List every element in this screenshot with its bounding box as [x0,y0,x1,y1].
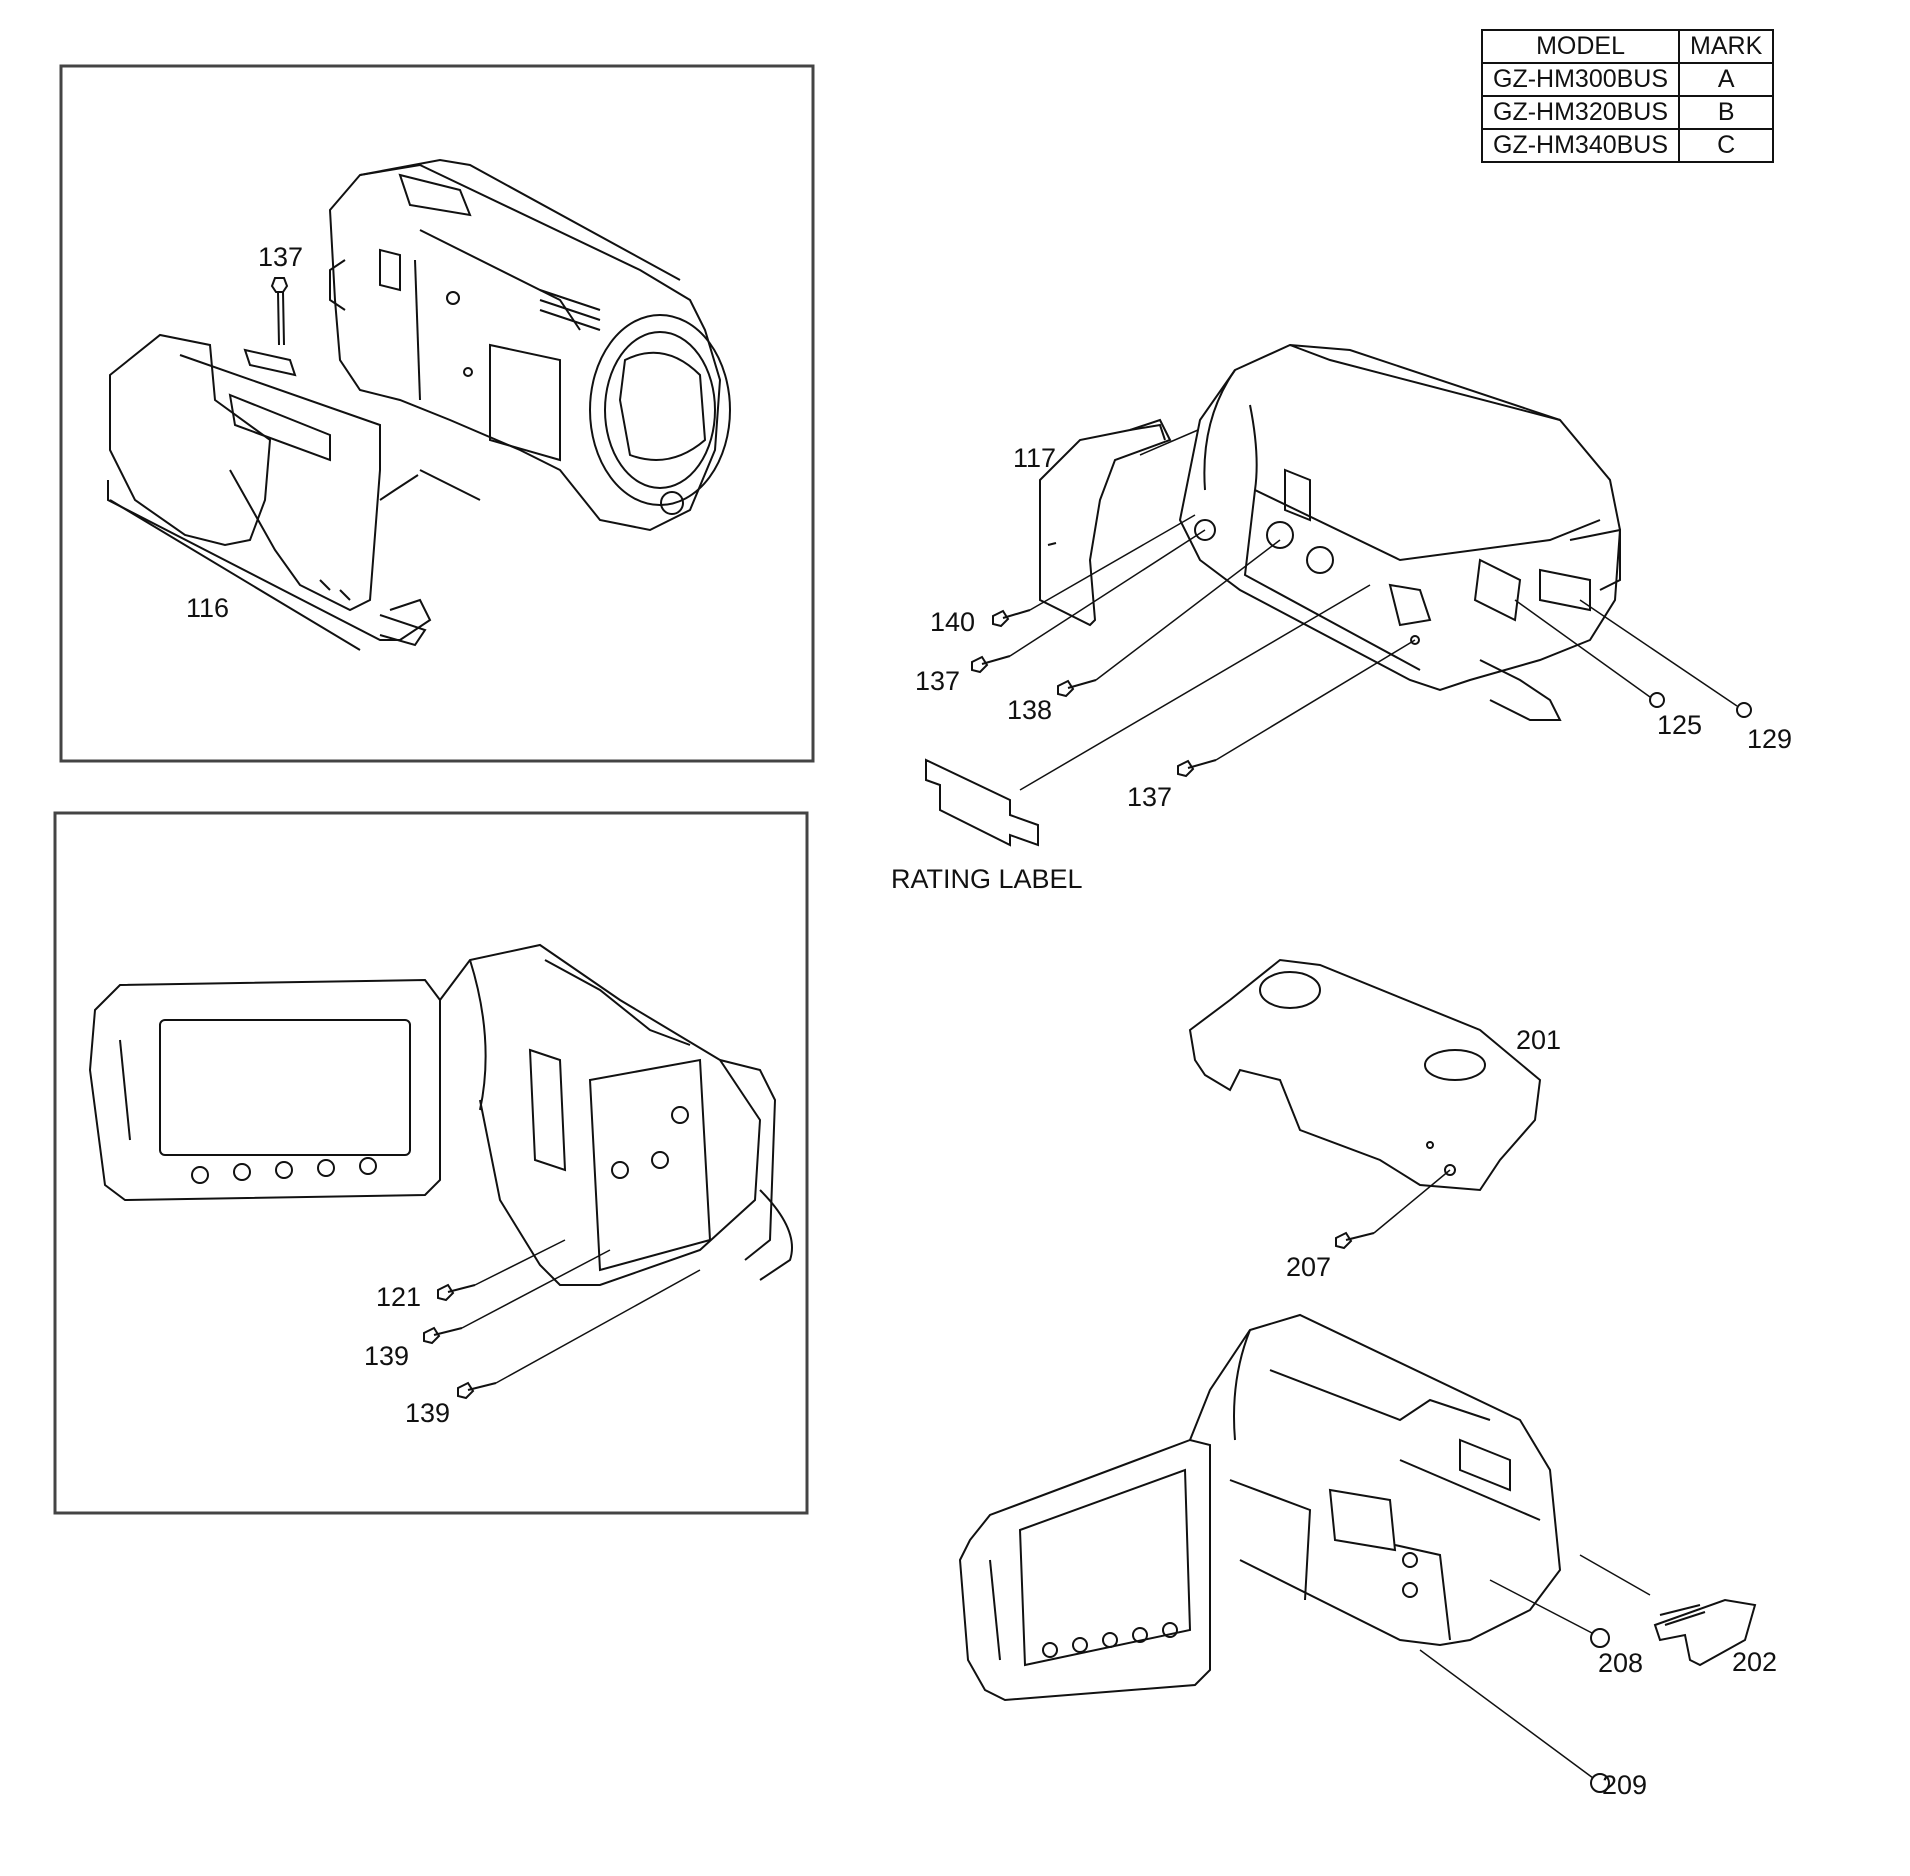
screw-140 [992,609,1031,628]
screw-137-top [270,277,289,346]
leader-line [1373,1169,1451,1234]
side-cap-202 [1653,1598,1757,1667]
mark-cell: B [1678,95,1775,130]
part-label-139: 139 [405,1398,451,1428]
part-label-201: 201 [1516,1025,1562,1055]
inset-frame-top [59,64,815,763]
part-label-121: 121 [376,1282,422,1312]
part-label-202: 202 [1732,1647,1778,1677]
model-header: MODEL [1480,29,1681,64]
table-row: GZ-HM320BUS B [1480,95,1775,130]
leader-lines-camera-2 [1419,1554,1651,1779]
table-row: GZ-HM300BUS A [1480,62,1775,97]
top-cover-201 [1188,958,1542,1192]
mark-header: MARK [1678,29,1775,64]
model-cell: GZ-HM340BUS [1480,128,1681,163]
screw-137-b [1177,759,1217,778]
part-label-rating-label: RATING LABEL [891,864,1083,894]
screw-139-b [457,1381,497,1400]
part-label-208: 208 [1598,1648,1644,1678]
part-label-139: 139 [364,1341,410,1371]
part-label-137: 137 [1127,782,1173,812]
camera-body-illustration-1 [328,158,731,532]
part-label-117: 117 [1013,443,1057,473]
screw-125 [1649,692,1665,708]
model-mark-table: MODEL MARK GZ-HM300BUS A GZ-HM320BUS B G… [1480,29,1775,163]
screw-121 [437,1283,476,1302]
part-label-207: 207 [1286,1252,1332,1282]
model-cell: GZ-HM300BUS [1480,62,1681,97]
leader-lines-lcd [461,1239,701,1384]
part-label-116: 116 [186,593,230,623]
camera-underside-illustration [1178,343,1622,721]
part-label-138: 138 [1007,695,1053,725]
mark-cell: C [1678,128,1775,163]
leader-line [379,474,419,501]
part-label-129: 129 [1747,724,1793,754]
screw-137-a [971,655,1011,674]
bottom-cover-117 [1039,418,1172,627]
screw-208 [1590,1628,1610,1648]
part-label-140: 140 [930,607,976,637]
leader-lines-underside [1009,429,1738,791]
screw-129 [1736,702,1752,718]
screw-138 [1057,679,1097,698]
mark-cell: A [1678,62,1775,97]
lcd-side-cover-116 [107,333,432,651]
rating-label-part [925,758,1039,847]
part-label-209: 209 [1602,1770,1648,1800]
part-label-137: 137 [258,242,304,272]
part-label-137: 137 [915,666,961,696]
model-cell: GZ-HM320BUS [1480,95,1681,130]
inset-frame-bottom [53,811,809,1515]
table-row: GZ-HM340BUS C [1480,128,1775,163]
camera-lcd-open-illustration-1 [88,943,793,1286]
screw-139-a [423,1326,463,1345]
screw-209 [1590,1773,1610,1793]
part-label-125: 125 [1657,710,1703,740]
camera-lcd-open-illustration-2 [958,1313,1562,1702]
screw-207 [1335,1231,1375,1250]
